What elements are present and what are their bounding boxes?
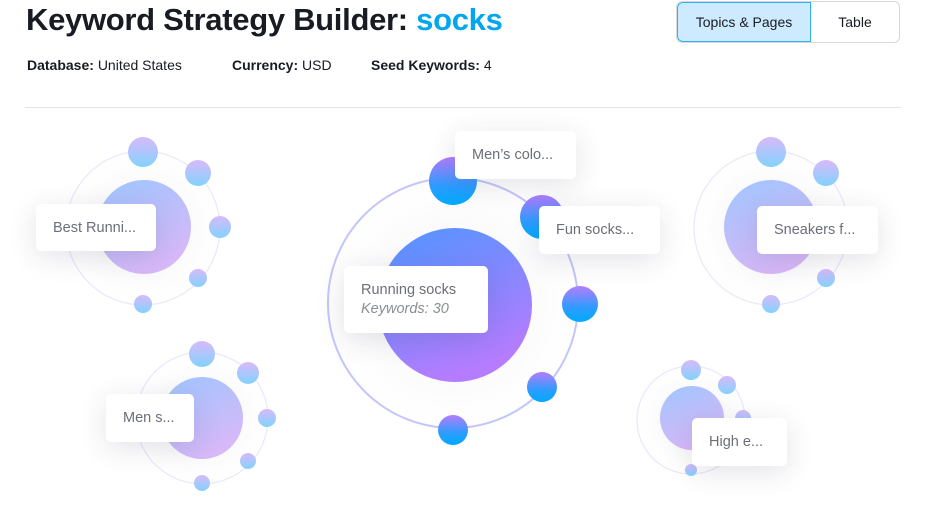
page-title: Keyword Strategy Builder: socks (26, 2, 503, 38)
page-bubble[interactable] (185, 160, 211, 186)
meta-currency: Currency: USD (232, 57, 332, 73)
page-bubble[interactable] (194, 475, 210, 491)
page-bubble[interactable] (209, 216, 231, 238)
page-card[interactable]: Fun socks... (539, 206, 660, 254)
page-bubble[interactable] (756, 137, 786, 167)
page-bubble[interactable] (685, 464, 697, 476)
meta-database-value: United States (97, 57, 182, 73)
header-divider (25, 107, 901, 108)
topic-card[interactable]: Men s... (106, 394, 194, 442)
page-bubble[interactable] (134, 295, 152, 313)
page-title-prefix: Keyword Strategy Builder: (26, 2, 417, 37)
meta-seed-keywords-value: 4 (483, 57, 492, 73)
page-bubble[interactable] (681, 360, 701, 380)
meta-seed-keywords-label: Seed Keywords: (371, 57, 480, 73)
topic-card[interactable]: Best Runni... (36, 204, 156, 251)
page-bubble[interactable] (527, 372, 557, 402)
page-bubble[interactable] (237, 362, 259, 384)
topic-card[interactable]: High e... (692, 418, 787, 466)
page-bubble[interactable] (438, 415, 468, 445)
tab-topics-pages[interactable]: Topics & Pages (677, 2, 811, 42)
meta-database-label: Database: (27, 57, 94, 73)
topic-card-label: Men s... (123, 410, 175, 426)
page-bubble[interactable] (240, 453, 256, 469)
page-bubble[interactable] (562, 286, 598, 322)
page-title-keyword: socks (416, 2, 503, 37)
view-toggle: Topics & Pages Table (676, 1, 900, 43)
meta-currency-label: Currency: (232, 57, 299, 73)
meta-seed-keywords: Seed Keywords: 4 (371, 57, 492, 73)
page-bubble[interactable] (189, 269, 207, 287)
page-bubble[interactable] (189, 341, 215, 367)
page-card-label: Men’s colo... (472, 147, 554, 163)
meta-currency-value: USD (302, 57, 332, 73)
topic-card[interactable]: Sneakers f... (757, 206, 878, 254)
tab-table[interactable]: Table (838, 14, 872, 30)
topic-card-label: Running socks (361, 282, 457, 298)
page-bubble[interactable] (718, 376, 736, 394)
page-card-label: Fun socks... (556, 222, 635, 238)
page-bubble[interactable] (813, 160, 839, 186)
page-bubble[interactable] (128, 137, 158, 167)
topic-card-label: Best Runni... (53, 219, 137, 236)
topic-card-label: Sneakers f... (774, 222, 856, 238)
topic-card-label: High e... (709, 434, 763, 450)
page-card[interactable]: Men’s colo... (455, 131, 576, 179)
topic-card-keywords-count: Keywords: 30 (361, 301, 449, 317)
page-bubble[interactable] (817, 269, 835, 287)
page-bubble[interactable] (258, 409, 276, 427)
page-bubble[interactable] (762, 295, 780, 313)
meta-database: Database: United States (27, 57, 182, 73)
topic-cluster[interactable] (126, 341, 278, 494)
